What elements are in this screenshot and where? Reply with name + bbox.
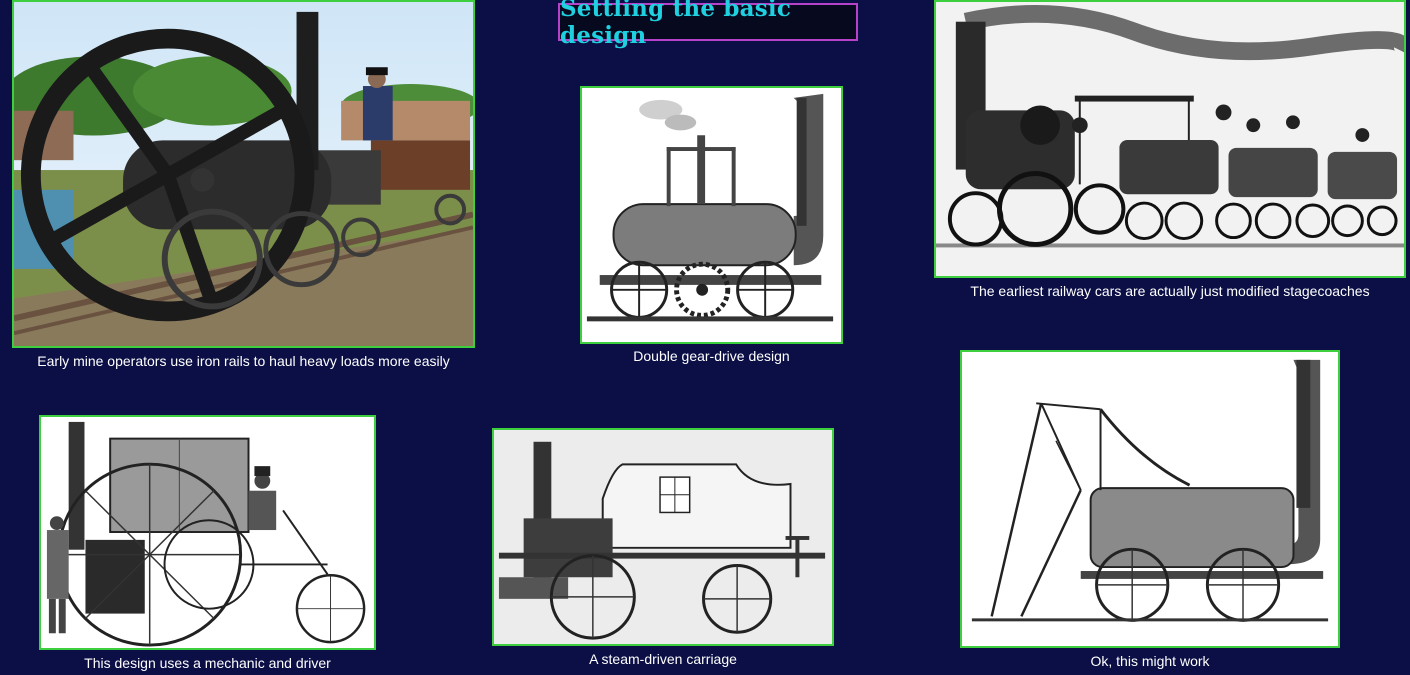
stagecoach-train-photo <box>934 0 1406 278</box>
caption-flywheel: Early mine operators use iron rails to h… <box>37 353 450 369</box>
steam-coach-engraving <box>492 428 834 646</box>
gear-drive-locomotive-engraving <box>580 86 843 344</box>
caption-stagecoach: The earliest railway cars are actually j… <box>970 283 1370 299</box>
caption-gear-drive: Double gear-drive design <box>633 348 790 364</box>
caption-steam-carriage: This design uses a mechanic and driver <box>84 655 331 671</box>
slide-title-box: Settling the basic design <box>558 0 858 49</box>
caption-steam-coach: A steam-driven carriage <box>589 651 737 667</box>
slide-title: Settling the basic design <box>560 0 792 49</box>
walking-locomotive-engraving <box>960 350 1340 648</box>
steam-carriage-engraving <box>39 415 376 650</box>
caption-walking-loco: Ok, this might work <box>1090 653 1210 669</box>
flywheel-locomotive-photo <box>12 0 475 348</box>
